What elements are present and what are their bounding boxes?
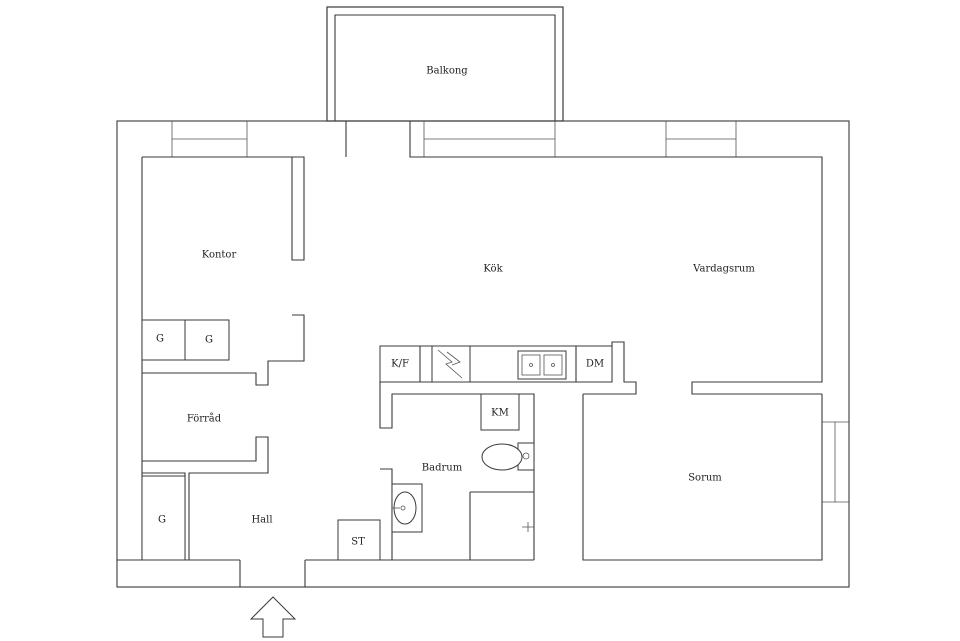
balcony — [326, 6, 564, 122]
room-label-sorum: Sorum — [688, 473, 722, 484]
shower-head — [522, 522, 534, 532]
interior-walls — [117, 121, 823, 587]
cleaning-closet-label: ST — [351, 537, 365, 548]
room-label-kontor: Kontor — [202, 250, 237, 261]
stove — [431, 345, 471, 383]
room-label-forrad: Förråd — [187, 413, 222, 425]
wardrobe-label: G — [158, 515, 166, 526]
dishwasher-label: DM — [586, 359, 604, 370]
wardrobe-label: G — [156, 334, 164, 345]
fridge-freezer-label: K/F — [391, 359, 409, 370]
room-label-kok: Kök — [483, 264, 503, 275]
bathroom-fixtures — [337, 393, 535, 561]
room-label-hall: Hall — [251, 515, 272, 526]
entrance-arrow-icon — [249, 596, 297, 638]
room-label-badrum: Badrum — [422, 463, 463, 474]
wardrobe-label: G — [205, 335, 213, 346]
room-label-balkong: Balkong — [426, 66, 468, 77]
washing-machine-label: KM — [491, 408, 509, 419]
sink — [517, 350, 567, 380]
kitchen-counter — [379, 345, 613, 383]
room-label-vardagsrum: Vardagsrum — [692, 264, 755, 275]
wardrobes — [141, 319, 230, 561]
